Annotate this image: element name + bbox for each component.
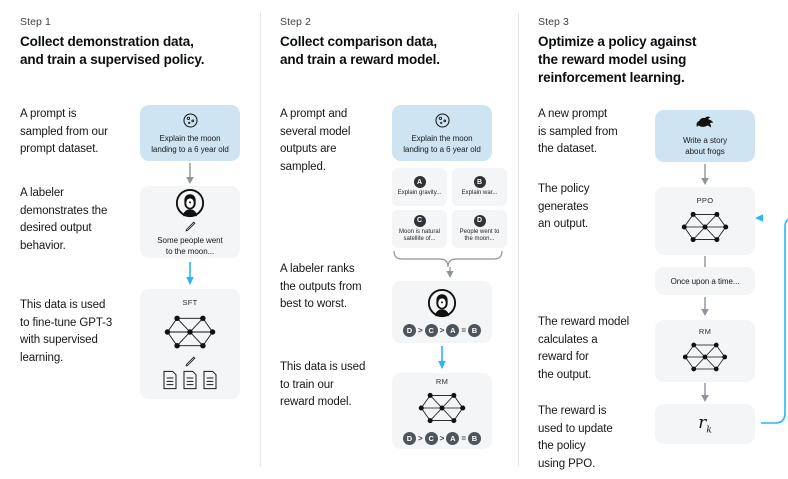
rank-item-1: C bbox=[424, 323, 438, 337]
option-text-a: Explain gravity... bbox=[397, 190, 442, 197]
ppo-model-box[interactable]: PPO bbox=[655, 187, 755, 255]
rank-item-rm-0: D bbox=[402, 432, 416, 445]
option-card-c[interactable]: C Moon is natural satellite of... bbox=[392, 210, 447, 248]
step-3-text-1: A new prompt is sampled from the dataset… bbox=[538, 108, 618, 155]
pencil-icon bbox=[184, 355, 197, 368]
reward-symbol-base: r bbox=[698, 412, 707, 433]
prompt-caption-step2: Explain the moon landing to a 6 year old bbox=[403, 133, 481, 154]
neural-network-icon bbox=[678, 338, 732, 376]
person-icon bbox=[175, 188, 205, 218]
ranker-box-step2[interactable]: D > C > A = B bbox=[392, 281, 492, 343]
rank-item-0: D bbox=[402, 323, 416, 337]
arrow-down-gray-4 bbox=[700, 297, 710, 317]
documents-icon bbox=[162, 370, 218, 390]
reward-symbol: rk bbox=[698, 413, 712, 435]
moon-icon bbox=[182, 112, 199, 129]
option-badge-a: A bbox=[413, 176, 426, 189]
prompt-box-step2[interactable]: Explain the moon landing to a 6 year old bbox=[392, 105, 492, 161]
option-text-c: Moon is natural satellite of... bbox=[398, 228, 441, 243]
output-box-step3[interactable]: Once upon a time... bbox=[655, 267, 755, 295]
person-icon bbox=[427, 288, 457, 318]
ranking-row-labeler: D > C > A = B bbox=[402, 323, 481, 337]
rank-item-rm-3: B bbox=[468, 432, 481, 445]
step-2-text-1: A prompt and several model outputs are s… bbox=[280, 108, 351, 173]
rank-op-1: > bbox=[439, 325, 445, 335]
neural-network-icon bbox=[413, 388, 471, 428]
pencil-icon bbox=[184, 220, 197, 233]
rank-item-rm-1: C bbox=[424, 432, 438, 445]
labeler-box-step1[interactable]: Some people went to the moon... bbox=[140, 186, 240, 258]
step-3-column: Step 3 Optimize a policy against the rew… bbox=[518, 0, 788, 479]
sft-model-box[interactable]: SFT bbox=[140, 289, 240, 399]
moon-icon bbox=[434, 112, 451, 129]
arrow-down-blue-2 bbox=[437, 346, 447, 370]
rm-model-box-step3[interactable]: RM bbox=[655, 320, 755, 382]
option-badge-c: C bbox=[413, 214, 426, 227]
arrow-down-gray-5 bbox=[700, 383, 710, 403]
step-1-text-1: A prompt is sampled from our prompt data… bbox=[20, 108, 108, 155]
prompt-box-step3[interactable]: Write a story about frogs bbox=[655, 110, 755, 162]
step-2-title: Collect comparison data, and train a rew… bbox=[280, 34, 440, 67]
rank-op-rm-1: > bbox=[439, 434, 445, 443]
rank-op-rm-0: > bbox=[417, 434, 423, 443]
rank-op-0: > bbox=[417, 325, 423, 335]
arrow-down-gray-1 bbox=[185, 163, 195, 185]
option-text-b: Explain war... bbox=[461, 190, 498, 197]
rank-op-2: = bbox=[461, 325, 466, 335]
frog-icon bbox=[694, 115, 716, 131]
rm-tag-step2: RM bbox=[435, 377, 449, 386]
output-caption: Once upon a time... bbox=[670, 276, 740, 286]
reward-box[interactable]: rk bbox=[655, 404, 755, 444]
arrow-down-gray-2 bbox=[700, 164, 710, 186]
brace-arrow-merge bbox=[392, 249, 508, 279]
step-1-label: Step 1 bbox=[20, 16, 51, 28]
step-2-label: Step 2 bbox=[280, 16, 311, 28]
ppo-tag: PPO bbox=[696, 195, 714, 205]
arrow-down-blue-1 bbox=[185, 262, 195, 286]
option-badge-b: B bbox=[473, 176, 486, 189]
step-3-text-2: The policy generates an output. bbox=[538, 183, 590, 230]
option-badge-d: D bbox=[473, 214, 486, 227]
rank-item-rm-2: A bbox=[446, 432, 460, 445]
prompt-caption-step1: Explain the moon landing to a 6 year old bbox=[151, 133, 229, 154]
step-3-label: Step 3 bbox=[538, 16, 569, 28]
labeler-caption-step1: Some people went to the moon... bbox=[157, 235, 223, 256]
rm-model-box-step2[interactable]: RM D > C > A = bbox=[392, 373, 492, 449]
neural-network-icon bbox=[677, 207, 733, 247]
sft-tag: SFT bbox=[182, 298, 198, 307]
option-card-b[interactable]: B Explain war... bbox=[452, 168, 507, 206]
step-2-text-3: This data is used to train our reward mo… bbox=[280, 361, 366, 408]
step-1-text-2: A labeler demonstrates the desired outpu… bbox=[20, 187, 108, 252]
step-3-text-4: The reward is used to update the policy … bbox=[538, 405, 613, 470]
step-2-text-2: A labeler ranks the outputs from best to… bbox=[280, 263, 362, 310]
step-1-text-3: This data is used to fine-tune GPT-3 wit… bbox=[20, 299, 113, 364]
rank-item-2: A bbox=[446, 323, 460, 337]
option-card-a[interactable]: A Explain gravity... bbox=[392, 168, 447, 206]
neural-network-icon bbox=[161, 310, 219, 354]
option-text-d: People went to the moon... bbox=[459, 228, 500, 243]
rm-tag-step3: RM bbox=[698, 326, 712, 336]
column-divider-1 bbox=[260, 12, 261, 467]
prompt-box-step1[interactable]: Explain the moon landing to a 6 year old bbox=[140, 105, 240, 161]
option-card-d[interactable]: D People went to the moon... bbox=[452, 210, 507, 248]
ranking-row-rm: D > C > A = B bbox=[402, 432, 481, 445]
step-1-column: Step 1 Collect demonstration data, and t… bbox=[0, 0, 260, 479]
column-divider-2 bbox=[518, 12, 519, 467]
rank-item-3: B bbox=[468, 323, 481, 337]
step-2-column: Step 2 Collect comparison data, and trai… bbox=[260, 0, 518, 479]
reward-symbol-subscript: k bbox=[706, 425, 712, 436]
feedback-loop-arrow bbox=[755, 205, 788, 427]
rank-op-rm-2: = bbox=[461, 434, 466, 443]
step-1-title: Collect demonstration data, and train a … bbox=[20, 34, 205, 67]
prompt-caption-step3: Write a story about frogs bbox=[682, 135, 728, 156]
step-3-text-3: The reward model calculates a reward for… bbox=[538, 316, 630, 381]
step-3-title: Optimize a policy against the reward mod… bbox=[538, 34, 697, 85]
